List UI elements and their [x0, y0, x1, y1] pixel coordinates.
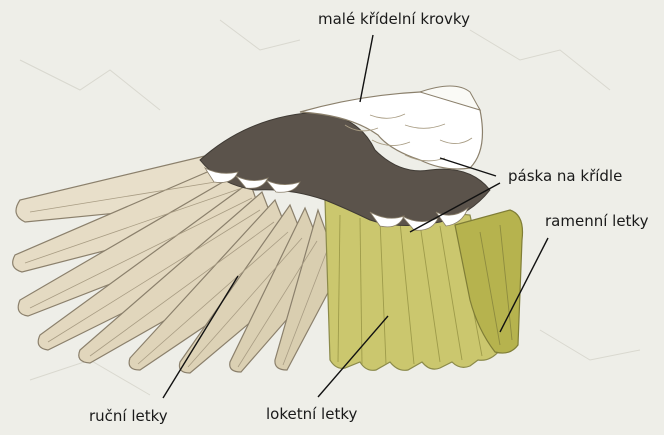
label-primaries: ruční letky [89, 407, 168, 425]
label-wing-bar: páska na křídle [508, 167, 622, 185]
label-tertials: ramenní letky [545, 212, 648, 230]
leader-line-lesser-coverts [360, 35, 373, 102]
label-secondaries: loketní letky [266, 405, 357, 423]
label-lesser-coverts: malé křídelní krovky [318, 10, 470, 28]
